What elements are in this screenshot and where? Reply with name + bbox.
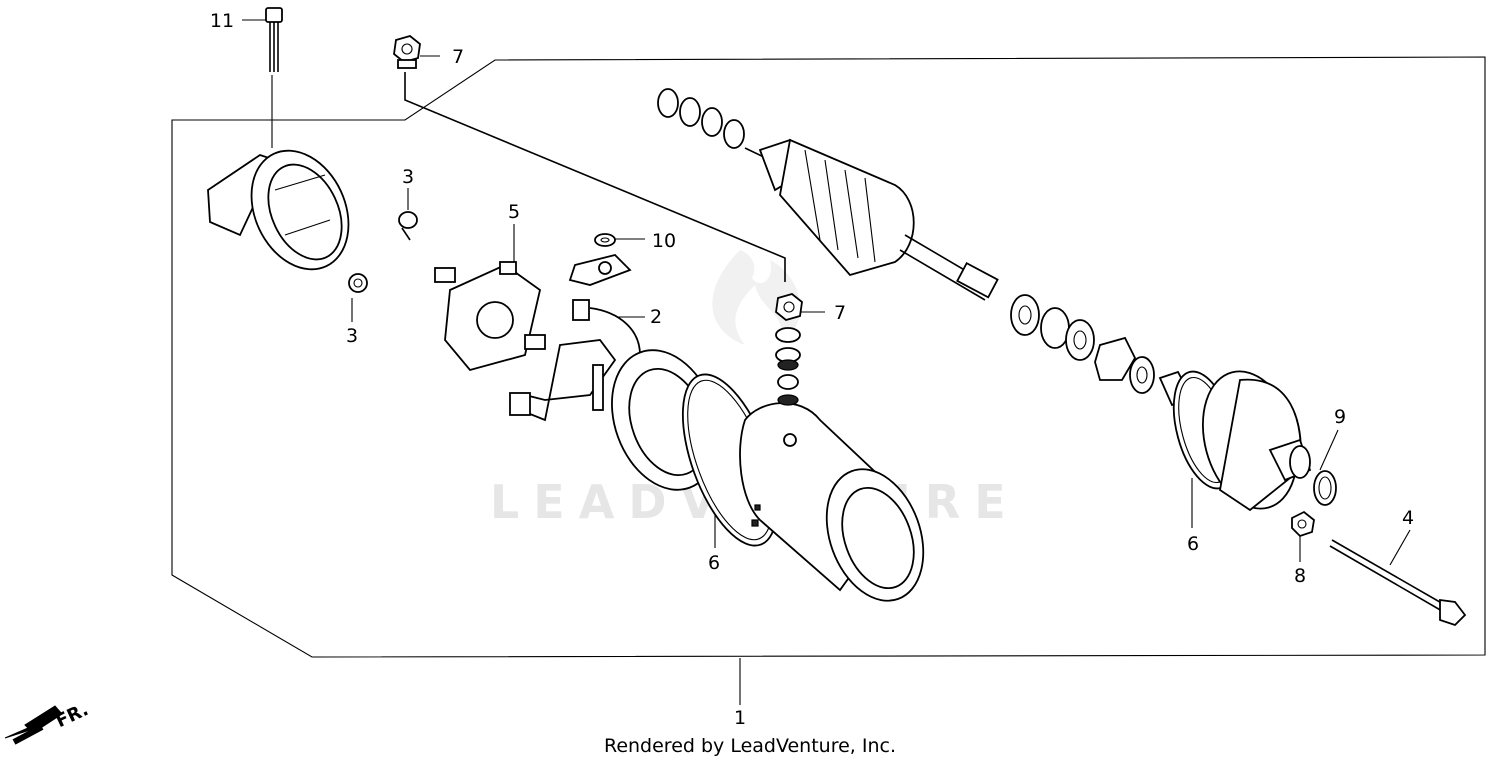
callout-2: 2 [650, 306, 662, 328]
callout-7b: 7 [834, 302, 846, 324]
watermark-logo [712, 250, 801, 345]
callout-7a: 7 [452, 46, 464, 68]
through-bolt-4[interactable] [1329, 539, 1467, 627]
callout-11: 11 [210, 10, 234, 32]
callout-1: 1 [734, 707, 746, 729]
clip-3a[interactable] [398, 211, 418, 241]
terminal-washers[interactable] [775, 327, 801, 406]
callout-4: 4 [1402, 507, 1414, 529]
bearing[interactable] [1129, 356, 1155, 394]
bolt-11[interactable] [265, 7, 283, 72]
front-cover[interactable] [1188, 361, 1312, 520]
callout-3b: 3 [346, 325, 358, 347]
callout-9: 9 [1334, 406, 1346, 428]
brush-set-2[interactable] [509, 299, 641, 422]
assembly-boundary [171, 56, 1486, 658]
callout-3a: 3 [402, 166, 414, 188]
direction-label: FR. [53, 699, 92, 732]
callout-10: 10 [652, 230, 676, 252]
nut-7b[interactable] [775, 293, 803, 321]
clip-3b[interactable] [348, 273, 368, 293]
arrow-down-left-icon [4, 705, 63, 745]
nut-7a[interactable] [393, 35, 421, 69]
callout-6a: 6 [708, 552, 720, 574]
terminal-insulator[interactable] [568, 254, 632, 286]
rear-cover[interactable] [207, 135, 367, 285]
armature-washers-bottom[interactable] [1010, 294, 1095, 361]
washer-10[interactable] [594, 233, 616, 247]
armature-washers-top[interactable] [657, 88, 745, 149]
nut-8[interactable] [1291, 510, 1315, 538]
o-ring-9[interactable] [1313, 470, 1337, 506]
callout-5: 5 [508, 201, 520, 223]
leader-lines [242, 19, 1411, 705]
callout-8: 8 [1294, 565, 1306, 587]
callout-6b: 6 [1187, 533, 1199, 555]
retainer-plate[interactable] [1094, 336, 1137, 381]
render-credit: Rendered by LeadVenture, Inc. [603, 735, 897, 757]
brush-holder-5[interactable] [434, 261, 546, 372]
armature[interactable] [744, 138, 999, 301]
starter-yoke[interactable] [739, 402, 941, 614]
callout-labels: 1 2 3 3 4 5 6 6 7 7 8 9 10 11 [210, 10, 1414, 729]
